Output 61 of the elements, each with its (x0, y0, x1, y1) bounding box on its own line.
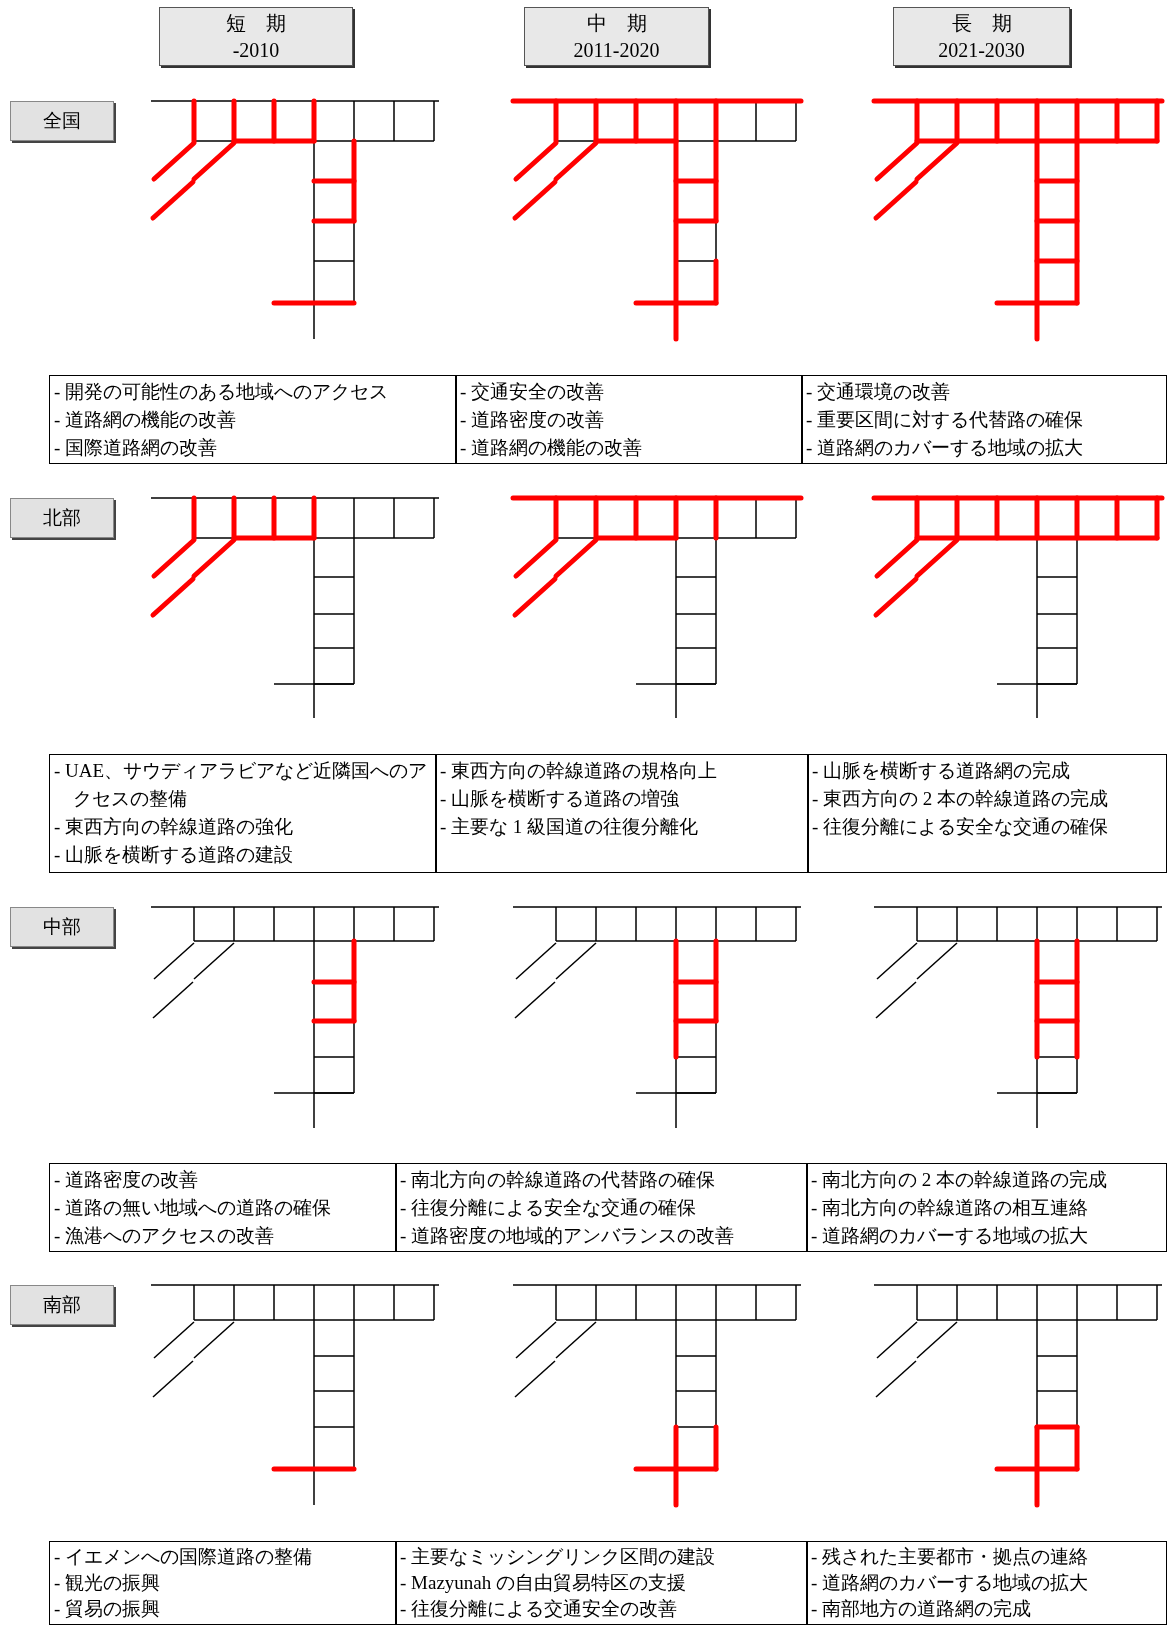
table-cell (395, 1163, 808, 1252)
bullet-item: - 漁港へのアクセスの改善 (54, 1224, 276, 1248)
bullet-item: - 道路網の機能の改善 (460, 436, 644, 460)
region-label: 中部 (10, 907, 114, 947)
bullet-item: - 道路密度の改善 (54, 1168, 200, 1192)
bullet-item: - 主要な 1 級国道の往復分離化 (440, 815, 700, 839)
bullet-item: - 道路網の機能の改善 (54, 408, 238, 432)
table-cell (801, 375, 1167, 464)
table-cell (395, 1541, 808, 1625)
bullet-item: - 道路の無い地域への道路の確保 (54, 1196, 333, 1220)
bullet-item: - 道路網のカバーする地域の拡大 (811, 1571, 1090, 1595)
region-label: 全国 (10, 101, 114, 141)
table-cell (455, 375, 803, 464)
bullet-item: - Mazyunah の自由貿易特区の支援 (400, 1571, 688, 1595)
bullet-item: - UAE、サウディアラビアなど近隣国へのアクセスの整備 (54, 759, 429, 811)
bullet-item: - 東西方向の 2 本の幹線道路の完成 (812, 787, 1110, 811)
region-label: 北部 (10, 498, 114, 538)
bullet-item: - 貿易の振興 (54, 1597, 162, 1621)
period-label: 中 期 (586, 10, 647, 36)
bullet-item: - 道路密度の改善 (460, 408, 606, 432)
table-cell (806, 1541, 1167, 1625)
bullet-item: - 東西方向の幹線道路の強化 (54, 815, 295, 839)
bullet-item: - 残された主要都市・拠点の連絡 (811, 1545, 1090, 1569)
period-label: 長 期 (951, 10, 1012, 36)
table-cell (49, 375, 457, 464)
bullet-item: - 主要なミッシングリンク区間の建設 (400, 1545, 717, 1569)
bullet-item: - 交通安全の改善 (460, 380, 606, 404)
region-label: 南部 (10, 1285, 114, 1325)
bullet-item: - 道路密度の地域的アンバランスの改善 (400, 1224, 736, 1248)
year-range-label: -2010 (232, 37, 280, 63)
bullet-item: - 道路網のカバーする地域の拡大 (811, 1224, 1090, 1248)
bullet-item: - 道路網のカバーする地域の拡大 (806, 436, 1085, 460)
table-cell (435, 754, 809, 873)
bullet-item: - イエメンへの国際道路の整備 (54, 1545, 314, 1569)
year-range-label: 2021-2030 (938, 37, 1025, 63)
bullet-item: - 往復分離による安全な交通の確保 (400, 1196, 698, 1220)
period-label: 短 期 (226, 10, 286, 36)
bullet-item: - 国際道路網の改善 (54, 436, 219, 460)
table-cell (49, 1163, 397, 1252)
bullet-item: - 山脈を横断する道路の増強 (440, 787, 681, 811)
bullet-item: - 山脈を横断する道路網の完成 (812, 759, 1072, 783)
bullet-item: - 重要区間に対する代替路の確保 (806, 408, 1085, 432)
bullet-item: - 開発の可能性のある地域へのアクセス (54, 380, 390, 404)
year-range-label: 2011-2020 (573, 37, 660, 63)
bullet-item: - 交通環境の改善 (806, 380, 952, 404)
table-cell (49, 754, 437, 873)
table-cell (49, 1541, 397, 1625)
table-cell (807, 754, 1167, 873)
bullet-item: - 南北方向の幹線道路の代替路の確保 (400, 1168, 717, 1192)
table-cell (806, 1163, 1167, 1252)
bullet-item: - 東西方向の幹線道路の規格向上 (440, 759, 719, 783)
bullet-item: - 南北方向の 2 本の幹線道路の完成 (811, 1168, 1109, 1192)
bullet-item: - 山脈を横断する道路の建設 (54, 843, 295, 867)
bullet-item: - 南部地方の道路網の完成 (811, 1597, 1033, 1621)
bullet-item: - 往復分離による安全な交通の確保 (812, 815, 1110, 839)
period-header-box (159, 7, 353, 66)
bullet-item: - 南北方向の幹線道路の相互連絡 (811, 1196, 1090, 1220)
bullet-item: - 観光の振興 (54, 1571, 162, 1595)
period-header-box (524, 7, 709, 66)
period-header-box (893, 7, 1070, 66)
bullet-item: - 往復分離による交通安全の改善 (400, 1597, 679, 1621)
